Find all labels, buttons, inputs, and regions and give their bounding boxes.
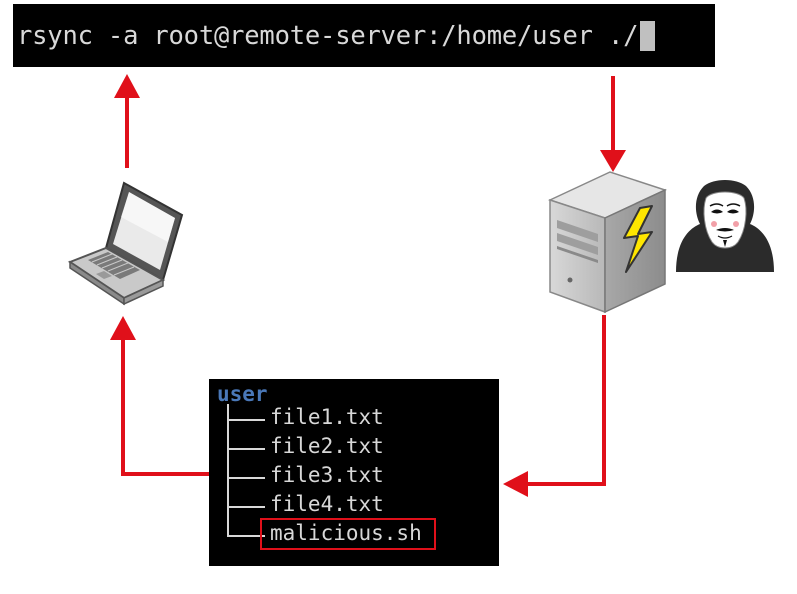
tree-vertical-line	[227, 404, 229, 536]
tree-item-file: file4.txt	[270, 492, 384, 516]
lightning-icon	[623, 205, 653, 273]
terminal-window: rsync -a root@remote-server:/home/user .…	[13, 4, 715, 67]
tree-item-file: file3.txt	[270, 463, 384, 487]
tree-branch-line	[227, 535, 265, 537]
terminal-cursor	[640, 20, 656, 51]
tree-branch-line	[227, 477, 265, 479]
arrow-tree-to-laptop	[110, 316, 209, 476]
arrow-server-to-tree	[503, 315, 606, 497]
directory-tree: user file1.txt file2.txt file3.txt file4.tx…	[209, 379, 499, 566]
rsync-command: rsync -a root@remote-server:/home/user .…	[17, 20, 639, 51]
tree-branch-line	[227, 506, 265, 508]
server-icon	[547, 171, 668, 314]
arrow-laptop-to-terminal	[114, 74, 140, 168]
tree-root-folder: user	[217, 382, 268, 406]
tree-item-malicious: malicious.sh	[270, 521, 422, 545]
tree-item-file: file1.txt	[270, 405, 384, 429]
laptop-icon	[67, 181, 184, 306]
tree-item-file: file2.txt	[270, 434, 384, 458]
arrow-terminal-to-server	[600, 76, 626, 172]
tree-branch-line	[227, 448, 265, 450]
hacker-icon	[670, 174, 776, 278]
tree-branch-line	[227, 419, 265, 421]
malicious-file-highlight	[260, 518, 436, 550]
